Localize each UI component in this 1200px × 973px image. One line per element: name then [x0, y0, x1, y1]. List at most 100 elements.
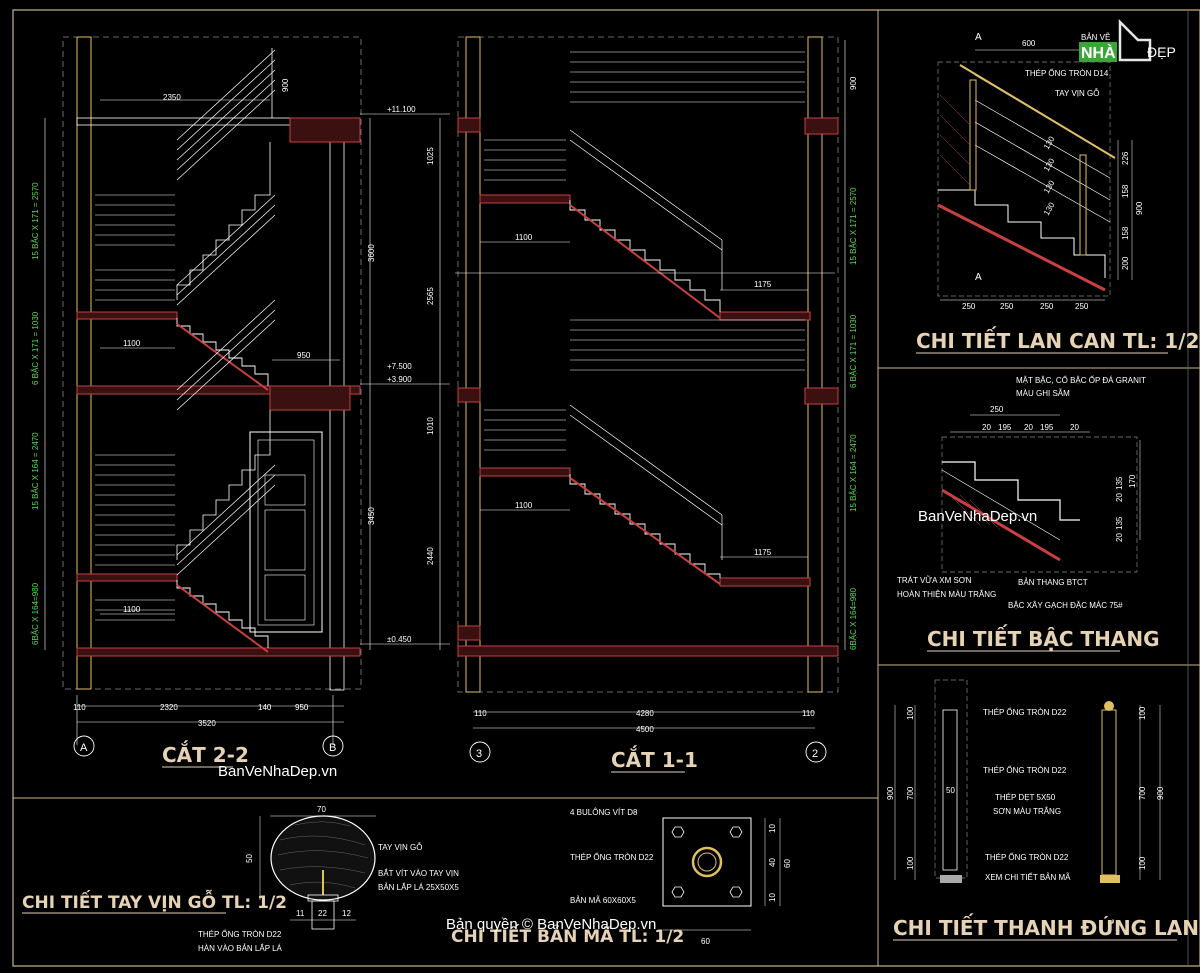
level-0450: ±0.450: [387, 635, 412, 644]
plate-dim-10a: 10: [768, 824, 777, 833]
rail-dim-900: 900: [1135, 201, 1144, 215]
dim-2440: 2440: [426, 547, 435, 565]
title-section-1-1: CẮT 1-1: [611, 746, 698, 772]
side-dim-r1: 15 BẬC X 171 = 2570: [849, 187, 858, 265]
handrail-dim-12: 12: [342, 909, 351, 918]
watermark-copyright: Bản quyền © BanVeNhaDep.vn: [446, 916, 656, 933]
post-note-5: THÉP ỐNG TRÒN D22: [985, 852, 1069, 862]
level-11100: +11.100: [387, 105, 416, 114]
dim-1175-b: 1175: [754, 548, 772, 557]
rail-dim-600: 600: [1022, 39, 1036, 48]
dim-4280: 4280: [636, 709, 654, 718]
plate-detail: 4 BULÔNG VÍT D8 THÉP ỐNG TRÒN D22 BẢN MÃ…: [451, 808, 792, 947]
dim-bottom-950: 950: [295, 703, 309, 712]
step-note-top-2: MÀU GHI SẪM: [1016, 389, 1070, 398]
side-dim-r3: 15 BẬC X 164 = 2470: [849, 434, 858, 512]
title-handrail-detail: CHI TIẾT TAY VỊN GỖ TL: 1/2: [22, 888, 287, 913]
handrail-note-3: BẢN LẮP LÁ 25X50X5: [378, 883, 459, 892]
post-note-4: SƠN MÀU TRẮNG: [993, 807, 1061, 816]
title-plate-detail: CHI TIẾT BẢN MÃ TL: 1/2: [451, 923, 684, 947]
dim-1175-a: 1175: [754, 280, 772, 289]
plate-note-1: 4 BULÔNG VÍT D8: [570, 808, 638, 817]
post-note-6: XEM CHI TIẾT BẢN MÃ: [985, 872, 1071, 882]
post-dim-100b: 100: [906, 856, 915, 870]
step-dim-135a: 135: [1115, 476, 1124, 490]
rail-dim-158a: 158: [1121, 184, 1130, 198]
section-2-2: 2350 900 1100 1100 950 110 2320 140 950 …: [31, 36, 376, 768]
post-dim-100c: 100: [1138, 706, 1147, 720]
step-dim-135b: 135: [1115, 516, 1124, 530]
plate-dim-60-side: 60: [783, 859, 792, 868]
step-dim-250: 250: [990, 405, 1004, 414]
step-note-bottom: BẬC XÂY GẠCH ĐẶC MÁC 75#: [1008, 601, 1123, 610]
dim-bottom-2320: 2320: [160, 703, 178, 712]
rail-dim-250-1: 250: [962, 302, 976, 311]
rail-dim-226: 226: [1121, 151, 1130, 165]
logo-nha: NHÀ: [1081, 43, 1116, 62]
dim-bottom-140: 140: [258, 703, 272, 712]
plate-dim-10b: 10: [768, 893, 777, 902]
rail-dim-200: 200: [1121, 256, 1130, 270]
rail-label-a-top: A: [975, 32, 982, 43]
dim-1100-upper: 1100: [123, 339, 141, 348]
step-note-left-2: HOÀN THIỆN MÀU TRẮNG: [897, 590, 996, 599]
handrail-dim-50: 50: [245, 854, 254, 863]
dim-950: 950: [297, 351, 311, 360]
plate-dim-40: 40: [768, 858, 777, 867]
dim-bottom-3520: 3520: [198, 719, 216, 728]
handrail-detail: 70 50 TAY VỊN GỖ BẮT VÍT VÀO TAY VỊN BẢN…: [22, 805, 459, 953]
step-dim-20c: 20: [1070, 423, 1079, 432]
rail-note-steel: THÉP ỐNG TRÒN D14: [1025, 68, 1109, 78]
post-note-1: THÉP ỐNG TRÒN D22: [983, 707, 1067, 717]
step-dim-195a: 195: [998, 423, 1012, 432]
dim-1100-lower: 1100: [123, 605, 141, 614]
logo-dep: ĐẸP: [1147, 44, 1176, 60]
side-dim-r2: 6 BẬC X 171 = 1030: [849, 314, 858, 388]
door: [249, 431, 323, 633]
title-section-2-2: CẮT 2-2: [162, 741, 249, 767]
rail-dim-158b: 158: [1121, 226, 1130, 240]
step-note-mid: BẢN THANG BTCT: [1018, 578, 1088, 587]
axis-3: 3: [476, 748, 482, 760]
drawing-border: [12, 9, 1200, 967]
dim-1100-a: 1100: [515, 233, 533, 242]
side-dim-2: 6 BẬC X 171 = 1030: [31, 311, 40, 385]
plate-note-3: BẢN MÃ 60X60X5: [570, 896, 636, 905]
dim-1100-b: 1100: [515, 501, 533, 510]
handrail-note-4: THÉP ỐNG TRÒN D22: [198, 929, 282, 939]
title-post-detail: CHI TIẾT THANH ĐỨNG LAN CAN: [893, 914, 1200, 940]
side-dim-3450: 3450: [367, 507, 376, 525]
railing-detail: 600 A A THÉP ỐNG TRÒN D14 TAY VỊN GỖ 250…: [916, 32, 1200, 354]
handrail-note-1: TAY VỊN GỖ: [378, 843, 422, 852]
post-dim-100d: 100: [1138, 856, 1147, 870]
post-dim-100a: 100: [906, 706, 915, 720]
watermark-left: BanVeNhaDep.vn: [218, 763, 337, 780]
rail-dim-250-3: 250: [1040, 302, 1054, 311]
title-railing-detail: CHI TIẾT LAN CAN TL: 1/20: [916, 327, 1200, 353]
plate-note-2: THÉP ỐNG TRÒN D22: [570, 852, 654, 862]
post-dim-700b: 700: [1138, 786, 1147, 800]
dim-1010: 1010: [426, 417, 435, 435]
dim-110-left: 110: [474, 709, 487, 718]
post-note-3: THÉP DẸT 5X50: [995, 793, 1056, 802]
rail-dim-250-2: 250: [1000, 302, 1014, 311]
handrail-note-5: HÀN VÀO BẢN LẮP LÁ: [198, 944, 283, 953]
side-dim-1: 15 BẬC X 171 = 2570: [31, 182, 40, 260]
side-dim-4: 6BẬC X 164=980: [31, 582, 40, 645]
section-1-1: 1100 1100 1175 1175 110 4280 110 4500 10…: [426, 36, 858, 773]
handrail-dim-11: 11: [296, 909, 305, 918]
dim-1025: 1025: [426, 147, 435, 165]
step-dim-195b: 195: [1040, 423, 1054, 432]
rail-dim-250-4: 250: [1075, 302, 1089, 311]
step-dim-20b: 20: [1024, 423, 1033, 432]
step-dim-20d: 20: [1115, 493, 1124, 502]
side-dim-3600: 3600: [367, 244, 376, 262]
axis-b: B: [329, 742, 336, 754]
rail-note-wood: TAY VỊN GỖ: [1055, 89, 1099, 98]
title-step-detail: CHI TIẾT BẬC THANG: [927, 625, 1160, 651]
level-3900: +3.900: [387, 375, 412, 384]
axis-2: 2: [812, 748, 818, 760]
step-note-top-1: MẶT BẬC, CỔ BẬC ỐP ĐÁ GRANIT: [1016, 375, 1146, 385]
post-dim-50: 50: [946, 786, 955, 795]
level-7500: +7.500: [387, 362, 412, 371]
